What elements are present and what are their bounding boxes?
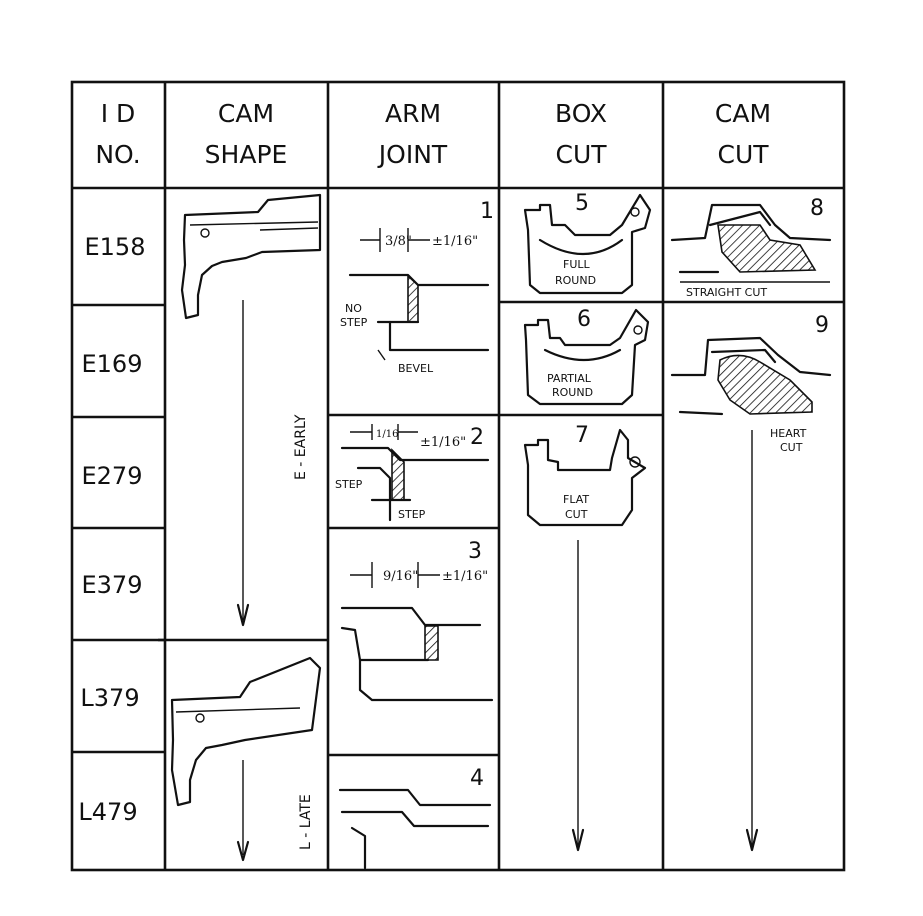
joint-2-dim-b: ±1/16" [420, 435, 466, 450]
row-id-l479: L479 [78, 798, 137, 826]
joint-4-number: 4 [470, 766, 484, 791]
box-6-label-line1: PARTIAL [547, 372, 592, 385]
joint-2-dim-a: 1/16 [376, 429, 398, 440]
cam-cut-9-number: 9 [815, 313, 829, 338]
box-cut-5: 5 FULL ROUND [523, 191, 652, 295]
box-7-label-line1: FLAT [563, 493, 589, 506]
header-arm-joint-line2: JOINT [377, 140, 448, 169]
box-6-number: 6 [577, 307, 591, 332]
header-id-line1: I D [101, 99, 136, 128]
box-7-label-line2: CUT [565, 508, 588, 521]
row-id-e379: E379 [82, 571, 143, 599]
arm-joint-2: 2 1/16 ±1/16" STEP STEP [335, 424, 490, 522]
header-row: I D NO. CAM SHAPE ARM JOINT BOX CUT CAM … [95, 99, 771, 169]
row-id-e169: E169 [82, 350, 143, 378]
joint-3-dim-a: 9/16" [383, 569, 418, 584]
late-label: L - LATE [298, 794, 314, 850]
arm-joint-3: 3 9/16" ±1/16" [340, 539, 494, 702]
box-7-number: 7 [575, 423, 589, 448]
early-label: E - EARLY [293, 414, 309, 480]
cam-cut-8-label: STRAIGHT CUT [686, 286, 767, 299]
row-id-e158: E158 [85, 233, 146, 261]
joint-2-number: 2 [470, 425, 484, 450]
cam-cut-9: 9 HEART CUT [670, 313, 832, 852]
header-box-cut-line1: BOX [555, 99, 607, 128]
header-id-line2: NO. [95, 140, 140, 169]
joint-3-dim-b: ±1/16" [442, 569, 488, 584]
joint-1-number: 1 [480, 199, 494, 224]
cam-shape-early: E - EARLY [180, 193, 322, 627]
id-column: E158 E169 E279 E379 L379 L479 [78, 233, 145, 826]
row-id-e279: E279 [82, 462, 143, 490]
joint-1-no-step-line1: NO [345, 302, 362, 315]
header-cam-cut-line1: CAM [715, 99, 771, 128]
header-cam-cut-line2: CUT [717, 140, 769, 169]
header-cam-shape-line1: CAM [218, 99, 274, 128]
joint-1-dim-a: 3/8" [385, 234, 412, 249]
box-cut-6: 6 PARTIAL ROUND [523, 307, 650, 406]
header-cam-shape-line2: SHAPE [205, 140, 288, 169]
cam-cut-9-label-line1: HEART [770, 427, 807, 440]
arm-joint-1: 1 3/8" ±1/16" NO STEP BEVEL [340, 199, 494, 375]
cam-cut-8-number: 8 [810, 196, 824, 221]
box-cut-7: 7 FLAT CUT [523, 423, 647, 852]
box-5-label-line1: FULL [563, 258, 591, 271]
joint-2-step-a: STEP [335, 478, 363, 491]
joint-1-no-step-line2: STEP [340, 316, 368, 329]
late-cam-sketch [170, 656, 322, 807]
cam-cut-9-label-line2: CUT [780, 441, 803, 454]
box-6-label-line2: ROUND [552, 386, 593, 399]
joint-3-number: 3 [468, 539, 482, 564]
header-arm-joint-line1: ARM [385, 99, 441, 128]
cam-cut-8: 8 STRAIGHT CUT [670, 196, 832, 299]
early-cam-sketch [180, 193, 322, 320]
joint-1-dim-b: ±1/16" [432, 234, 478, 249]
box-5-label-line2: ROUND [555, 274, 596, 287]
arm-joint-4: 4 [338, 766, 492, 870]
table-grid [70, 80, 846, 872]
header-box-cut-line2: CUT [555, 140, 607, 169]
joint-2-step-b: STEP [398, 508, 426, 521]
cam-shape-late: L - LATE [170, 656, 322, 862]
joint-1-bevel-label: BEVEL [398, 362, 434, 375]
row-id-l379: L379 [80, 684, 139, 712]
box-5-number: 5 [575, 191, 589, 216]
